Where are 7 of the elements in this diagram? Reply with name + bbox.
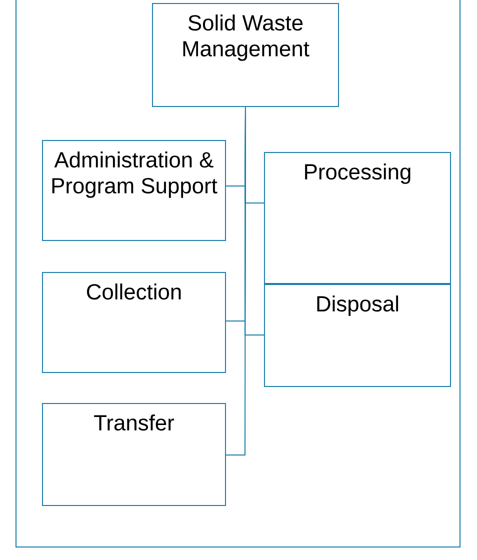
org-box: Transfer <box>42 403 226 506</box>
org-box: Administration & Program Support <box>42 140 226 241</box>
org-box: Solid Waste Management <box>152 3 339 107</box>
org-box: Disposal <box>264 284 451 387</box>
org-box: Processing <box>264 152 451 284</box>
org-box: Collection <box>42 272 226 373</box>
connector-line <box>224 106 246 456</box>
